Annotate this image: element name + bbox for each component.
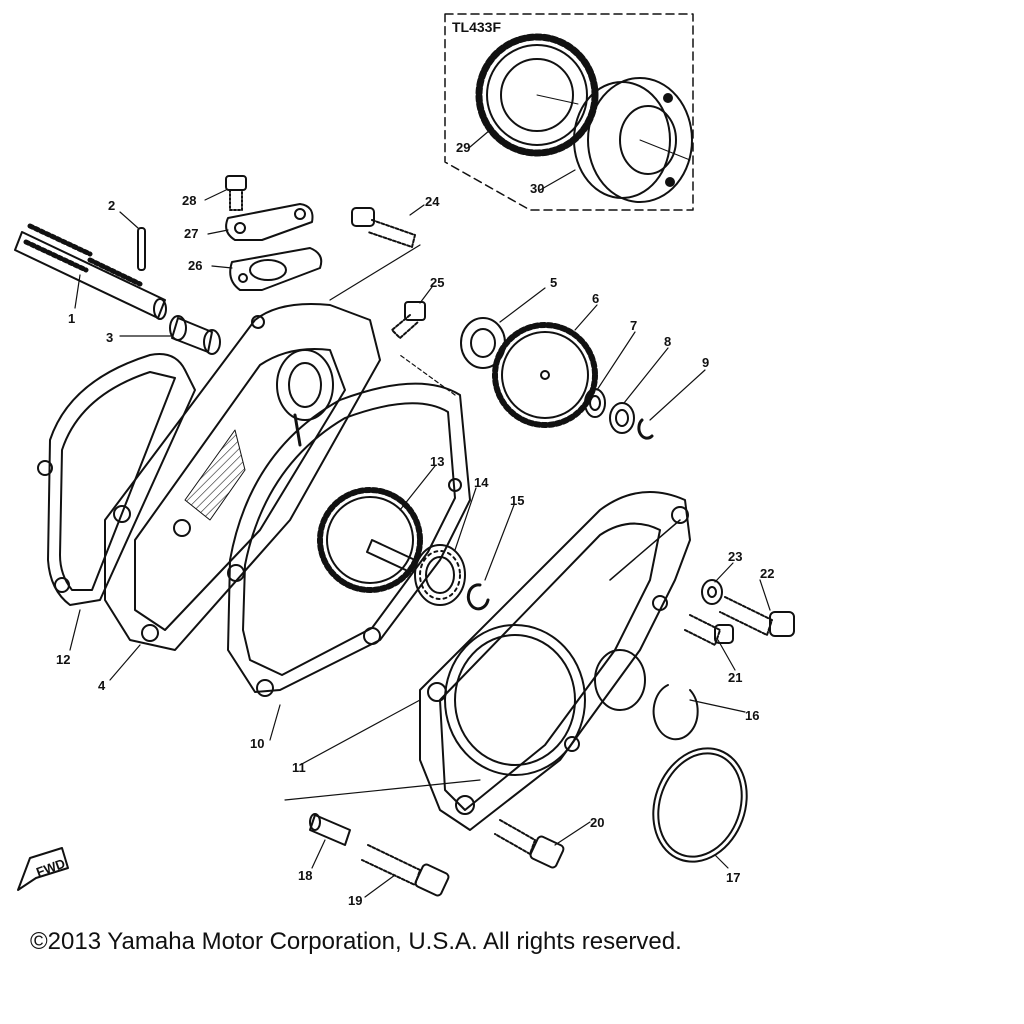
part-gear-29 [475,33,599,157]
part-shaft-1 [14,223,167,320]
callout-5: 5 [550,275,557,290]
callout-14: 14 [474,475,489,490]
part-gasket-26 [229,247,323,291]
part-plate-27 [225,203,314,241]
kit-label: TL433F [452,19,501,35]
callout-15: 15 [510,493,524,508]
part-cover-11 [419,491,691,831]
part-circlip-15 [466,583,490,611]
part-gear-6 [492,322,598,428]
part-oring-17 [652,747,748,863]
callout-28: 28 [182,193,196,208]
part-housing-4 [104,303,381,651]
callout-10: 10 [250,736,264,751]
callout-2: 2 [108,198,115,213]
callout-13: 13 [430,454,444,469]
callout-21: 21 [728,670,742,685]
part-bolt-22 [719,596,795,637]
part-bolt-28 [225,175,247,211]
part-bolt-25 [391,301,426,339]
callout-9: 9 [702,355,709,370]
part-bearing-14 [414,544,466,606]
callout-17: 17 [726,870,740,885]
part-gasket-12 [37,353,196,606]
part-bolt-20 [494,819,565,869]
part-washer-23 [701,579,723,605]
copyright-text: ©2013 Yamaha Motor Corporation, U.S.A. A… [30,928,682,955]
callout-7: 7 [630,318,637,333]
callout-25: 25 [430,275,444,290]
part-gear-13 [317,487,423,593]
callout-24: 24 [425,194,440,209]
callout-3: 3 [106,330,113,345]
callout-1: 1 [68,311,75,326]
callout-19: 19 [348,893,362,908]
callout-labels: 1 2 3 4 5 6 7 8 9 10 11 12 13 14 15 16 1… [56,140,774,908]
part-circlip-9 [637,418,654,440]
callout-16: 16 [745,708,759,723]
callout-30: 30 [530,181,544,196]
part-bolt-19 [361,844,450,897]
callout-20: 20 [590,815,604,830]
kit-box: TL433F [444,13,694,211]
leader-lines [69,129,771,898]
callout-29: 29 [456,140,470,155]
callout-4: 4 [98,678,106,693]
callout-8: 8 [664,334,671,349]
callout-26: 26 [188,258,202,273]
part-washer-7 [584,388,606,418]
part-bolt-21 [684,614,734,646]
callout-11: 11 [292,760,306,775]
callout-22: 22 [760,566,774,581]
part-gasket-10 [227,382,471,697]
part-pin-2 [137,227,146,271]
callout-23: 23 [728,549,742,564]
callout-6: 6 [592,291,599,306]
parts-diagram: TL433F [14,13,795,908]
callout-27: 27 [184,226,198,241]
part-dowel-18 [309,813,351,846]
callout-12: 12 [56,652,70,667]
fwd-label: FWD [34,856,67,880]
callout-18: 18 [298,868,312,883]
part-collar-30 [573,77,693,203]
part-bushing-3 [169,315,221,355]
part-washer-8 [609,402,635,434]
part-circlip-16 [652,684,699,741]
part-bolt-24 [351,207,416,248]
fwd-arrow-icon: FWD [17,847,69,891]
